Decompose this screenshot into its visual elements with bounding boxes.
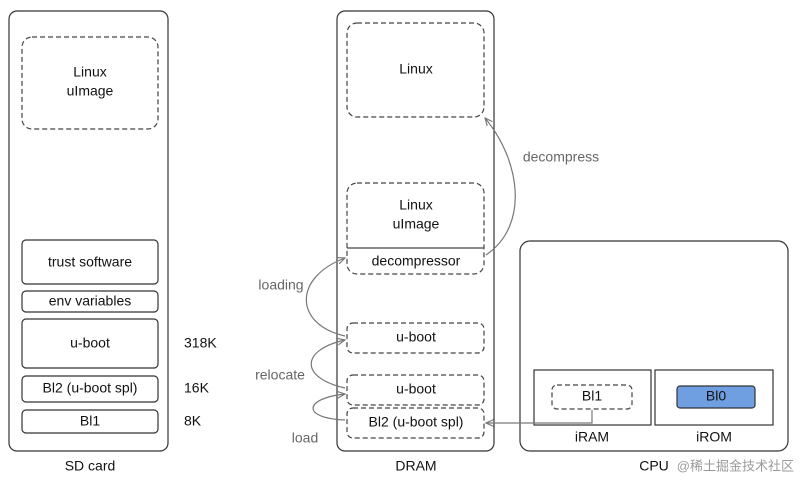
- sd-trust-software-label: trust software: [48, 254, 132, 270]
- dram-u-boot-top-block: u-boot: [346, 322, 485, 354]
- sd-u-boot-size: 318K: [184, 335, 217, 351]
- dram-caption: DRAM: [395, 458, 436, 474]
- sd-u-boot-label: u-boot: [70, 335, 110, 351]
- sd-linux-label: Linux: [73, 64, 106, 80]
- load-label: load: [292, 430, 318, 446]
- dram-u-boot-top-label: u-boot: [396, 329, 436, 345]
- irom-bl0-label: Bl0: [706, 388, 726, 404]
- dram-uimage-linux-label: Linux: [399, 197, 432, 213]
- sd-env-variables-block: env variables: [21, 290, 159, 313]
- sd-uimage-label: uImage: [67, 83, 114, 99]
- relocate-label: relocate: [255, 367, 305, 383]
- cpu-caption: CPU: [639, 458, 669, 474]
- loading-arrow: [305, 258, 345, 337]
- load-arrow: [312, 394, 345, 421]
- watermark-text: @稀土掘金技术社区: [677, 458, 794, 473]
- irom-bl0-box: [676, 385, 756, 409]
- sd-linux-uimage-block: Linux uImage: [21, 36, 159, 130]
- sd-u-boot-block: u-boot: [21, 318, 159, 369]
- relocate-arrow: [310, 340, 345, 389]
- sd-bl1-label: Bl1: [80, 413, 100, 429]
- iram-block: Bl1 iRAM: [533, 369, 652, 445]
- decompress-arrow: [485, 118, 516, 256]
- sd-bl2-label: Bl2 (u-boot spl): [43, 380, 138, 396]
- sd-card-caption: SD card: [65, 458, 116, 474]
- sd-trust-software-block: trust software: [21, 239, 159, 285]
- flow-arrows: decompress loading relocate load: [255, 118, 599, 446]
- dram-uimage-label: uImage: [393, 216, 440, 232]
- iram-bl1-label: Bl1: [582, 388, 602, 404]
- sd-bl2-block: Bl2 (u-boot spl): [21, 375, 159, 403]
- sd-card-column: Linux uImage trust software env variable…: [8, 10, 217, 474]
- dram-u-boot-bottom-label: u-boot: [396, 381, 436, 397]
- sd-bl1-block: Bl1: [21, 409, 159, 434]
- sd-env-variables-label: env variables: [49, 293, 132, 309]
- decompress-label: decompress: [523, 149, 599, 165]
- dram-linux-label: Linux: [399, 61, 432, 77]
- loading-label: loading: [258, 277, 303, 293]
- irom-block: Bl0 iROM: [654, 369, 774, 445]
- dram-column: Linux Linux uImage decompressor u-boot u…: [336, 10, 495, 474]
- sd-bl2-size: 16K: [184, 380, 210, 396]
- dram-decompressor-label: decompressor: [372, 253, 461, 269]
- dram-linux-uimage-block: Linux uImage decompressor: [346, 182, 485, 275]
- cpu-column: Bl1 iRAM Bl0 iROM CPU: [519, 240, 789, 474]
- sd-bl1-size: 8K: [184, 413, 202, 429]
- dram-bl2-block: Bl2 (u-boot spl): [346, 407, 485, 439]
- iram-bl1-box: [551, 384, 633, 410]
- bl1-to-bl2-arrow: [486, 410, 593, 423]
- dram-u-boot-bottom-block: u-boot: [346, 374, 485, 406]
- irom-caption: iROM: [696, 429, 732, 445]
- dram-bl2-label: Bl2 (u-boot spl): [369, 414, 464, 430]
- dram-linux-block: Linux: [346, 22, 485, 118]
- iram-caption: iRAM: [575, 429, 609, 445]
